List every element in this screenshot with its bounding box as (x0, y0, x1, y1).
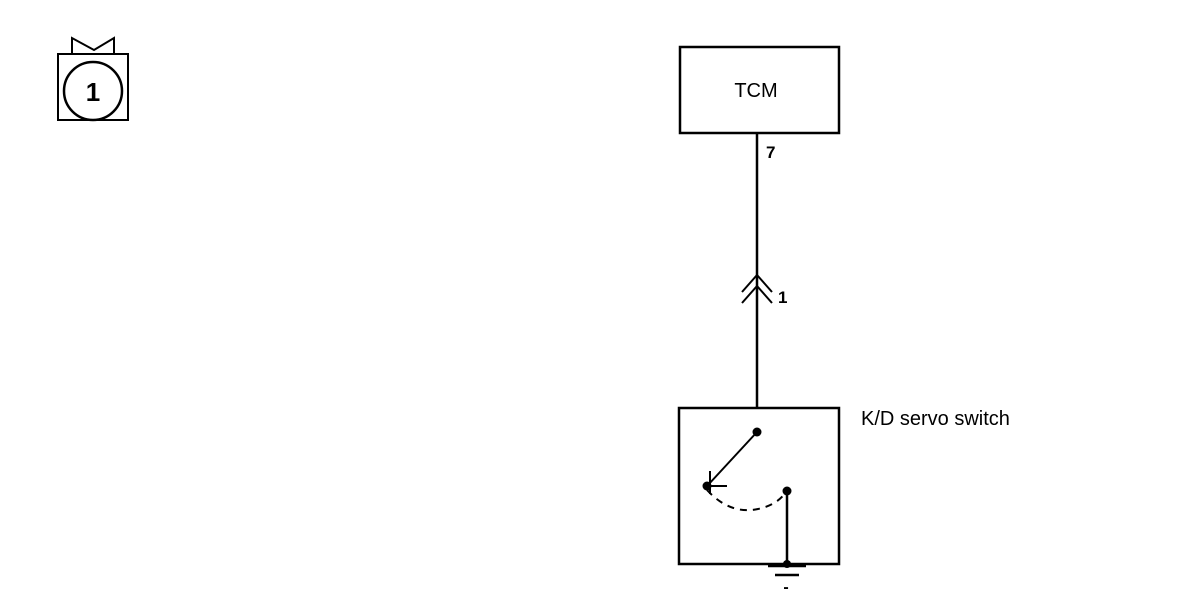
tcm-label: TCM (734, 80, 777, 102)
tcm-module: TCM 7 (678, 45, 841, 162)
ground-symbol-icon: - (768, 560, 806, 596)
tcm-pin-number: 7 (766, 143, 775, 162)
ground-mark: - (783, 579, 788, 596)
connector-chevron-upper (741, 273, 773, 293)
connector-icon-number: 1 (86, 77, 100, 107)
kd-servo-switch: K/D servo switch (677, 406, 1010, 566)
inline-connector: 1 (741, 273, 787, 307)
tcm-box (678, 45, 841, 135)
switch-label: K/D servo switch (861, 408, 1010, 430)
switch-blade (707, 431, 758, 486)
connector-icon-cap (71, 36, 115, 55)
connector-icon-circle (62, 60, 124, 122)
connector-chevron-lower (741, 284, 773, 304)
connector-pin-number: 1 (778, 288, 787, 307)
switch-travel-arc (706, 489, 787, 512)
connector-icon: 1 (57, 36, 129, 122)
